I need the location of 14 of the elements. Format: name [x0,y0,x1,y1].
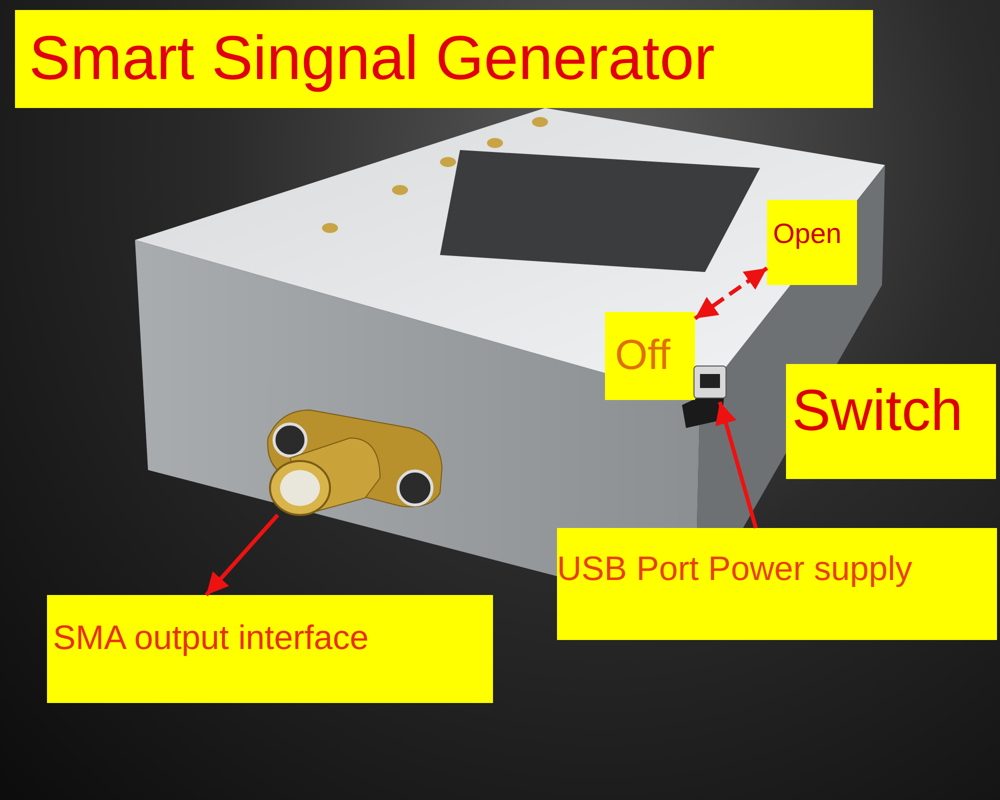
callout-label: SMA output interface [53,621,369,655]
label-box [557,528,997,640]
label-box [786,364,996,479]
callout-label: Off [615,334,670,376]
arrow [694,266,768,320]
callout-label: USB Port Power supply [557,552,912,586]
arrow [715,401,758,529]
callout-label: Switch [792,382,963,440]
label-box [767,200,857,285]
callout-label: Open [773,220,842,248]
title: Smart Singnal Generator [29,28,715,90]
label-box [47,595,493,703]
arrow [204,514,280,596]
label-box [605,312,695,400]
